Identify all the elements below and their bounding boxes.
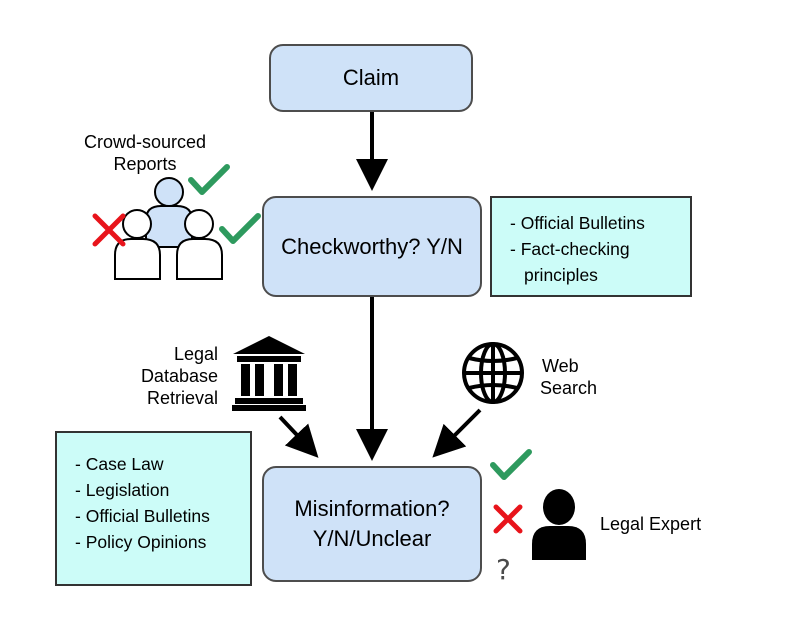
checkworthy-sources-list: Official Bulletins Fact-checking bbox=[510, 210, 645, 262]
web-search-label: Web Search bbox=[540, 355, 610, 399]
claim-node: Claim bbox=[269, 44, 473, 112]
globe-icon bbox=[462, 342, 524, 404]
list-item-continuation: principles bbox=[524, 265, 598, 285]
crowd-label-line2: Reports bbox=[113, 154, 177, 174]
claim-label: Claim bbox=[342, 65, 400, 90]
misinformation-label-line1: Misinformation? bbox=[294, 496, 450, 521]
question-icon: ? bbox=[496, 553, 511, 586]
arrow-legal-db-to-misinformation bbox=[278, 415, 319, 458]
misinformation-sources-list: Case Law Legislation Official Bulletins … bbox=[75, 451, 210, 555]
person-icon bbox=[532, 489, 586, 560]
crowd-sourced-label: Crowd-sourced Reports bbox=[70, 131, 220, 175]
cross-icon bbox=[493, 504, 523, 534]
list-item: Legislation bbox=[75, 477, 210, 503]
list-item: Case Law bbox=[75, 451, 210, 477]
arrow-web-to-misinformation bbox=[432, 408, 482, 458]
checkworthy-sources-box: Official Bulletins Fact-checking princip… bbox=[490, 196, 692, 297]
check-icon bbox=[188, 164, 230, 195]
list-item: Fact-checking bbox=[510, 236, 645, 262]
people-group-icon bbox=[114, 177, 223, 280]
legal-db-line2: Database bbox=[140, 366, 218, 386]
crowd-label-line1: Crowd-sourced bbox=[83, 132, 207, 152]
cross-icon bbox=[92, 213, 126, 247]
list-item: Policy Opinions bbox=[75, 529, 210, 555]
list-item: Official Bulletins bbox=[510, 210, 645, 236]
list-item: Official Bulletins bbox=[75, 503, 210, 529]
checkworthy-node: Checkworthy? Y/N bbox=[262, 196, 482, 297]
web-line1: Web bbox=[542, 356, 579, 376]
legal-db-line1: Legal bbox=[173, 344, 218, 364]
check-icon bbox=[219, 213, 261, 244]
legal-db-label: Legal Database Retrieval bbox=[120, 343, 218, 409]
misinformation-label-line2: Y/N/Unclear bbox=[312, 526, 432, 551]
legal-db-line3: Retrieval bbox=[146, 388, 218, 408]
misinformation-sources-box: Case Law Legislation Official Bulletins … bbox=[55, 431, 252, 586]
checkworthy-label: Checkworthy? Y/N bbox=[281, 233, 463, 259]
legal-expert-label: Legal Expert bbox=[600, 514, 702, 534]
web-line2: Search bbox=[540, 378, 598, 398]
bank-building-icon bbox=[232, 336, 306, 411]
misinformation-node: Misinformation? Y/N/Unclear bbox=[262, 466, 482, 582]
check-icon bbox=[490, 449, 532, 480]
